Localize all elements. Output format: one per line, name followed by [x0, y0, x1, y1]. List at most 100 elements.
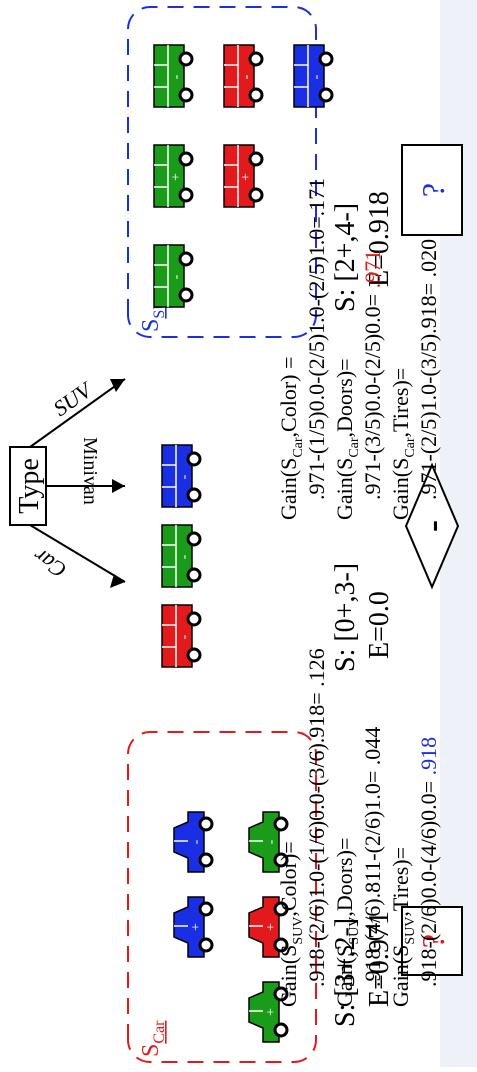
suv-icon: -	[223, 44, 264, 108]
suv-body	[293, 44, 325, 108]
minivan-set-counts: S: [0+,3-]	[330, 563, 361, 672]
car-body	[248, 981, 280, 1043]
car-body	[173, 896, 205, 958]
wheel-icon	[198, 937, 214, 953]
arrow-minivan	[112, 479, 125, 493]
minivan-leaf-diamond	[404, 462, 460, 590]
car-body	[173, 811, 205, 873]
car-set-counts: S: [3+,2-]	[330, 918, 361, 1027]
minivan-icon: -	[161, 604, 202, 668]
wheel-icon	[178, 87, 194, 103]
car-body	[248, 896, 280, 958]
rotated-content: Type Car Minivan SUV SCar SSUV --+++ ---…	[9, 0, 477, 1067]
gain-heading: Gain(SCar,Tires)=	[388, 368, 418, 520]
class-sign: +	[239, 173, 254, 181]
wheel-icon	[186, 567, 202, 583]
wheel-icon	[273, 1022, 289, 1038]
wheel-icon	[273, 937, 289, 953]
wheel-icon	[248, 87, 264, 103]
wheel-icon	[198, 901, 214, 917]
class-sign: -	[189, 839, 204, 844]
minivan-set-vehicles: - - -	[161, 444, 202, 668]
suv-icon: +	[223, 144, 264, 208]
gain-formula: .971-(1/5)0.0-(2/5)1.0-(2/5)1.0=.171	[304, 178, 329, 500]
class-sign: +	[169, 173, 184, 181]
suv-set-counts: S: [2+,4-]	[330, 203, 361, 312]
suv-body	[153, 44, 185, 108]
suv-body	[153, 144, 185, 208]
gain-heading: Gain(SSUV,Doors)=	[332, 838, 362, 1007]
car-icon: +	[248, 896, 289, 958]
gain-heading: Gain(SSUV,Color)=	[276, 841, 306, 1007]
car-set-entropy: E=0.971	[364, 911, 395, 1007]
car-leaf-label: ?	[415, 934, 451, 948]
wheel-icon	[318, 51, 334, 67]
wheel-icon	[273, 852, 289, 868]
branch-label-suv: SUV	[49, 376, 98, 421]
wheel-icon	[248, 151, 264, 167]
car-body	[248, 811, 280, 873]
gain-heading: Gain(SSUV,Tires)=	[388, 847, 418, 1007]
suv-gain-calculations: Gain(SSUV,Color)=.918-(2/6)1.0-(1/6)0.0-…	[276, 648, 441, 1007]
class-sign: -	[169, 74, 184, 79]
car-icon: +	[248, 981, 289, 1043]
gain-formula: .918-(2/6)0.0-(4/6)0.0= .918	[416, 737, 441, 987]
suv-icon: -	[293, 44, 334, 108]
wheel-icon	[186, 647, 202, 663]
wheel-icon	[178, 287, 194, 303]
suv-body	[223, 144, 255, 208]
suv-set-entropy: E=0.918	[364, 191, 395, 287]
suv-body	[153, 244, 185, 308]
car-icon: +	[173, 896, 214, 958]
background-strip	[440, 0, 477, 1067]
minivan-leaf-label: -	[412, 520, 452, 532]
minivan-icon: -	[161, 444, 202, 508]
suv-set-vehicles: + + - - - -	[153, 44, 334, 308]
car-set-vehicles: - - + + +	[173, 811, 289, 1043]
wheel-icon	[186, 451, 202, 467]
edge-suv	[29, 378, 126, 448]
minivan-body	[161, 444, 193, 508]
car-gain-calculations: Gain(SCar,Color) =.971-(1/5)0.0-(2/5)1.0…	[276, 178, 441, 520]
wheel-icon	[186, 531, 202, 547]
car-set-label: SCar	[138, 1020, 168, 1057]
suv-leaf-label: ?	[415, 183, 451, 197]
gain-formula: .971-(2/5)1.0-(3/5).918= .020	[416, 239, 441, 500]
minivan-body	[161, 604, 193, 668]
wheel-icon	[198, 852, 214, 868]
branch-label-minivan: Minivan	[79, 437, 101, 505]
wheel-icon	[186, 487, 202, 503]
wheel-icon	[198, 816, 214, 832]
arrow-car	[110, 574, 125, 588]
class-sign: -	[309, 74, 324, 79]
wheel-icon	[248, 187, 264, 203]
wheel-icon	[248, 51, 264, 67]
suv-icon: -	[153, 44, 194, 108]
wheel-icon	[273, 901, 289, 917]
minivan-set-entropy: E=0.0	[364, 591, 395, 659]
gain-formula: .918-(2/6)1.0-(1/6)0.0-(3/6).918= .126	[304, 648, 329, 987]
gain-formula: .918-(4/6).811-(2/6)1.0= .044	[360, 727, 385, 987]
car-set-box	[127, 731, 317, 1063]
suv-icon: -	[153, 244, 194, 308]
car-leaf-box	[401, 906, 463, 976]
wheel-icon	[178, 151, 194, 167]
wheel-icon	[186, 611, 202, 627]
class-sign: +	[189, 923, 204, 931]
wheel-icon	[178, 187, 194, 203]
suv-set-box	[127, 6, 317, 338]
class-sign: -	[177, 474, 192, 479]
wheel-icon	[273, 986, 289, 1002]
suv-leaf-box	[401, 144, 463, 236]
car-icon: -	[248, 811, 289, 873]
suv-body	[223, 44, 255, 108]
root-node-label: Type	[14, 458, 45, 514]
minivan-body	[161, 524, 193, 588]
class-sign: -	[177, 634, 192, 639]
class-sign: -	[177, 554, 192, 559]
gain-formula: .971-(3/5)0.0-(2/5)0.0= .971	[360, 250, 385, 500]
class-sign: -	[169, 274, 184, 279]
class-sign: +	[264, 923, 279, 931]
wheel-icon	[178, 51, 194, 67]
